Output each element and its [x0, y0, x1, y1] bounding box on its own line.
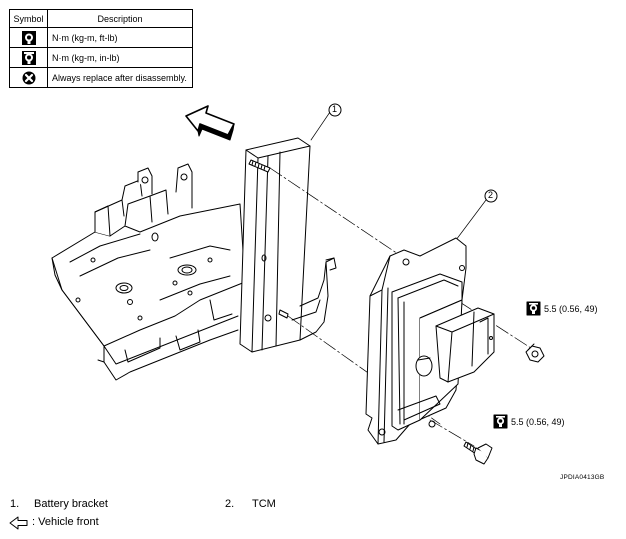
callout-1-number: 1	[332, 104, 338, 114]
vehicle-front-small-arrow-icon	[9, 516, 28, 530]
torque-wrench-icon	[21, 30, 36, 45]
battery-bracket-part	[51, 137, 337, 381]
callout-2-number: 2	[488, 190, 494, 200]
tcm-part	[365, 237, 495, 445]
legend-row-inlb: N·m (kg-m, in-lb)	[9, 47, 193, 68]
figure-code: JPDIA0413GB	[560, 474, 605, 481]
part-number-1: 1.	[10, 498, 20, 510]
torque-wrench-icon	[493, 414, 508, 429]
torque-spec-bolt: 5.5 (0.56, 49)	[511, 417, 565, 427]
callout-1	[328, 103, 342, 117]
vehicle-front-label: : Vehicle front	[32, 516, 99, 528]
symbol-legend-table: Symbol Description N·m (kg-m, ft-lb) N·m…	[9, 9, 193, 88]
part-name-2: TCM	[252, 498, 276, 510]
callout-2	[484, 189, 498, 203]
torque-wrench-icon	[526, 301, 541, 316]
bolt-part	[463, 441, 493, 465]
torque-wrench-inlb-icon	[21, 50, 36, 65]
part-number-2: 2.	[225, 498, 235, 510]
legend-row-ftlb: N·m (kg-m, ft-lb)	[9, 27, 193, 48]
part-name-1: Battery bracket	[34, 498, 108, 510]
vehicle-front-arrow-icon	[185, 105, 235, 141]
legend-row-replace: Always replace after disassembly.	[9, 67, 193, 88]
torque-spec-nut: 5.5 (0.56, 49)	[544, 304, 598, 314]
nut-part	[525, 343, 545, 363]
always-replace-icon	[22, 71, 35, 84]
legend-description-replace: Always replace after disassembly.	[47, 67, 193, 88]
